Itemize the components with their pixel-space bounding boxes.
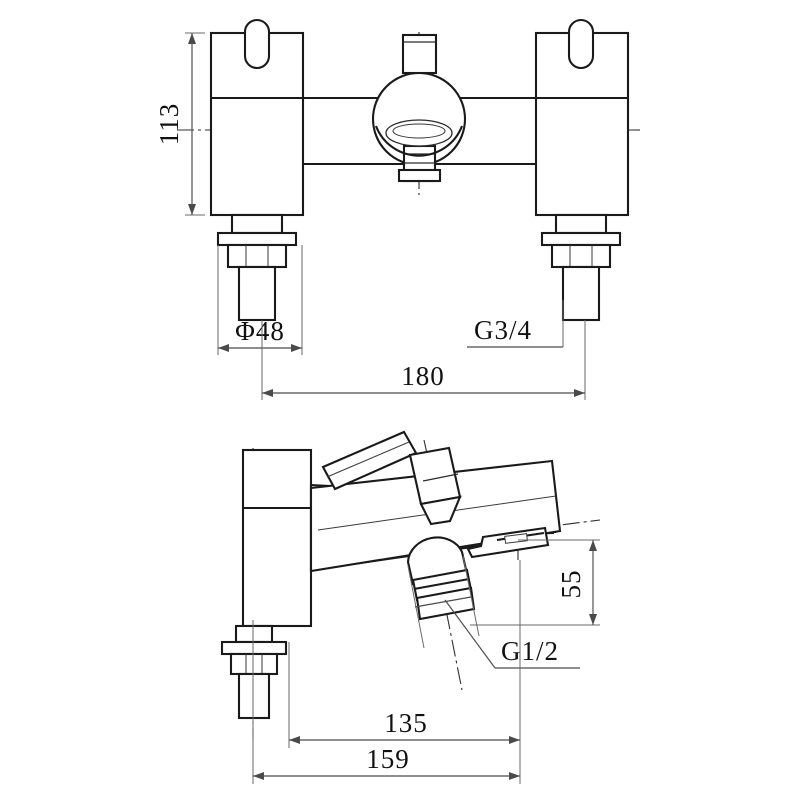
callout-thread-g12: G1/2 — [444, 599, 580, 669]
callout-label-g12: G1/2 — [501, 636, 559, 666]
dimension-label-135: 135 — [384, 708, 428, 738]
right-pillar-body — [534, 18, 630, 217]
callout-label-g34: G3/4 — [474, 315, 532, 345]
side-pillar-body — [241, 448, 313, 628]
dimension-width-180: 180 — [261, 320, 586, 400]
side-outlet-g12 — [406, 536, 480, 649]
dimension-label-diameter-48: Φ48 — [235, 316, 285, 346]
left-mounting-shank — [216, 213, 298, 322]
side-diverter-knob — [408, 446, 462, 526]
left-pillar-body — [209, 18, 305, 217]
dimension-length-159: 159 — [252, 620, 521, 784]
view-front-elevation: 113 Φ48 G3/4 180 — [154, 18, 640, 400]
side-outlet-step — [466, 526, 550, 559]
right-lever-handle — [567, 18, 595, 70]
dimension-label-159: 159 — [366, 744, 410, 774]
callout-thread-g34: G3/4 — [467, 300, 564, 348]
dimension-length-135: 135 — [288, 560, 521, 748]
dimension-label-113: 113 — [154, 103, 184, 146]
dimension-label-55: 55 — [556, 570, 586, 599]
left-lever-handle — [243, 18, 271, 70]
dimension-height-113: 113 — [154, 32, 205, 216]
view-side-elevation: 55 G1/2 135 159 — [220, 430, 601, 784]
side-mounting-shank — [220, 624, 288, 720]
dimension-height-55: 55 — [470, 539, 600, 626]
dimension-diameter-48: Φ48 — [217, 245, 303, 355]
right-mounting-shank — [540, 213, 622, 322]
ball-diverter-front — [371, 33, 467, 183]
dimension-label-180: 180 — [401, 361, 445, 391]
